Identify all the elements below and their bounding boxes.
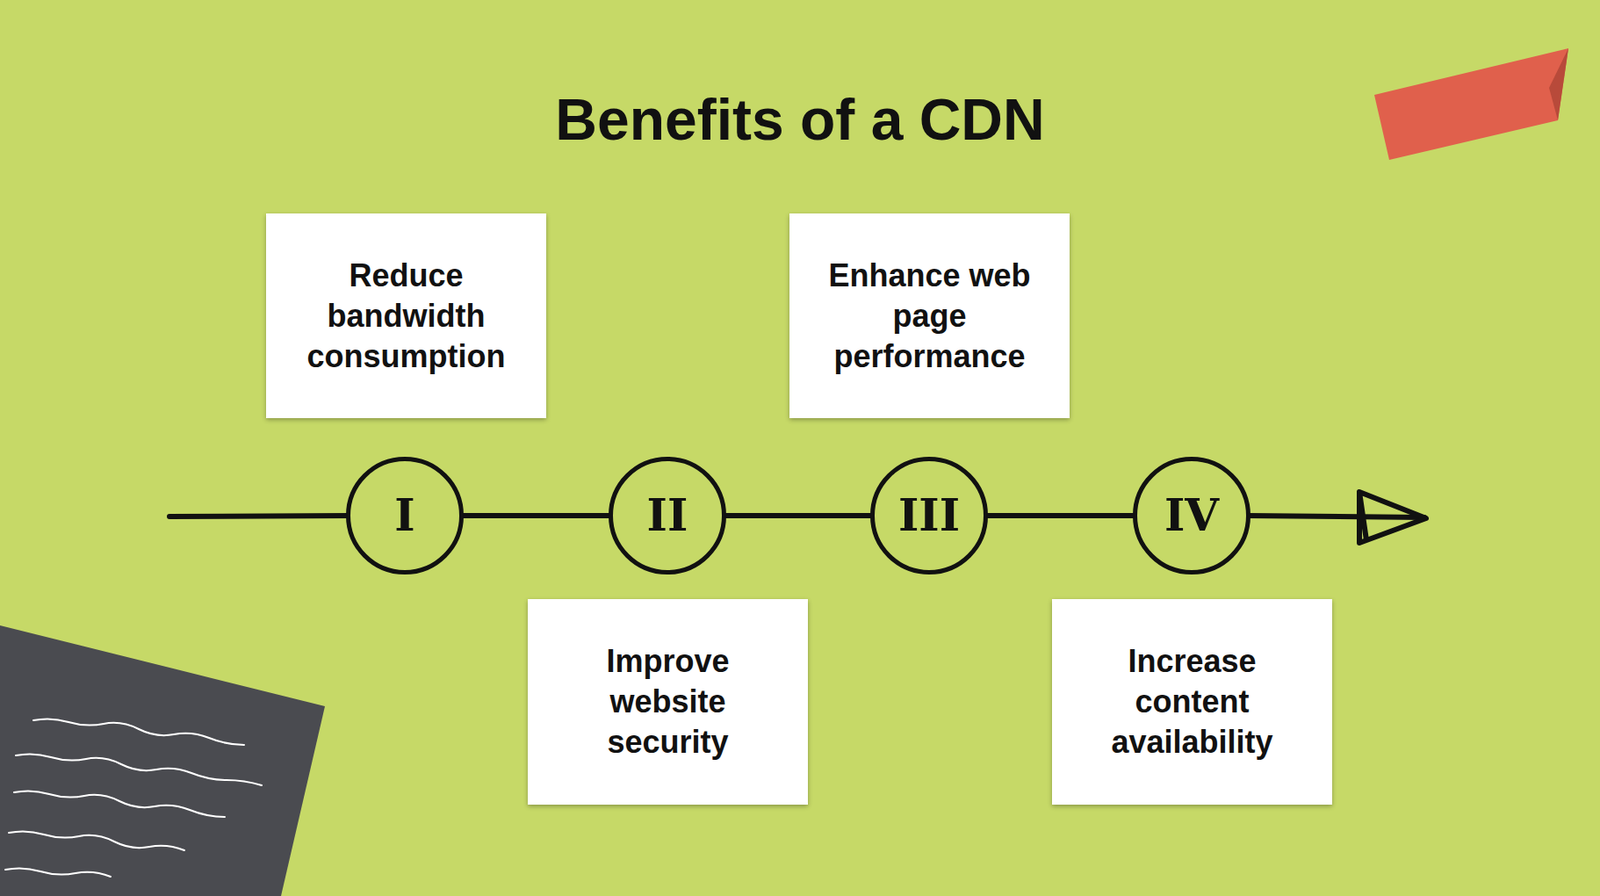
benefit-text: Enhance web page performance — [807, 255, 1053, 377]
benefit-text: Reduce bandwidth consumption — [283, 255, 530, 377]
tape-fold — [1549, 48, 1569, 121]
benefit-box: Improve website security — [527, 598, 808, 805]
red-tape — [1374, 48, 1569, 160]
step-numeral: II — [647, 493, 689, 538]
step-circle: III — [870, 456, 988, 575]
step-numeral: IV — [1164, 493, 1219, 538]
dark-paper — [0, 625, 325, 896]
benefit-box: Increase content availability — [1052, 598, 1333, 805]
step-circle: II — [608, 456, 727, 575]
benefit-text: Improve website security — [545, 641, 792, 763]
timeline-segment — [462, 512, 610, 519]
timeline-segment — [987, 512, 1134, 519]
benefit-box: Reduce bandwidth consumption — [266, 213, 547, 419]
benefit-box: Enhance web page performance — [789, 213, 1070, 419]
timeline-segment — [725, 512, 872, 519]
step-circle: IV — [1132, 456, 1251, 575]
step-numeral: III — [898, 493, 960, 538]
benefit-text: Increase content availability — [1069, 641, 1316, 763]
paper-scribbles — [5, 718, 262, 877]
diagram-title: Benefits of a CDN — [0, 86, 1600, 153]
step-circle: I — [345, 456, 464, 575]
step-numeral: I — [394, 493, 415, 538]
